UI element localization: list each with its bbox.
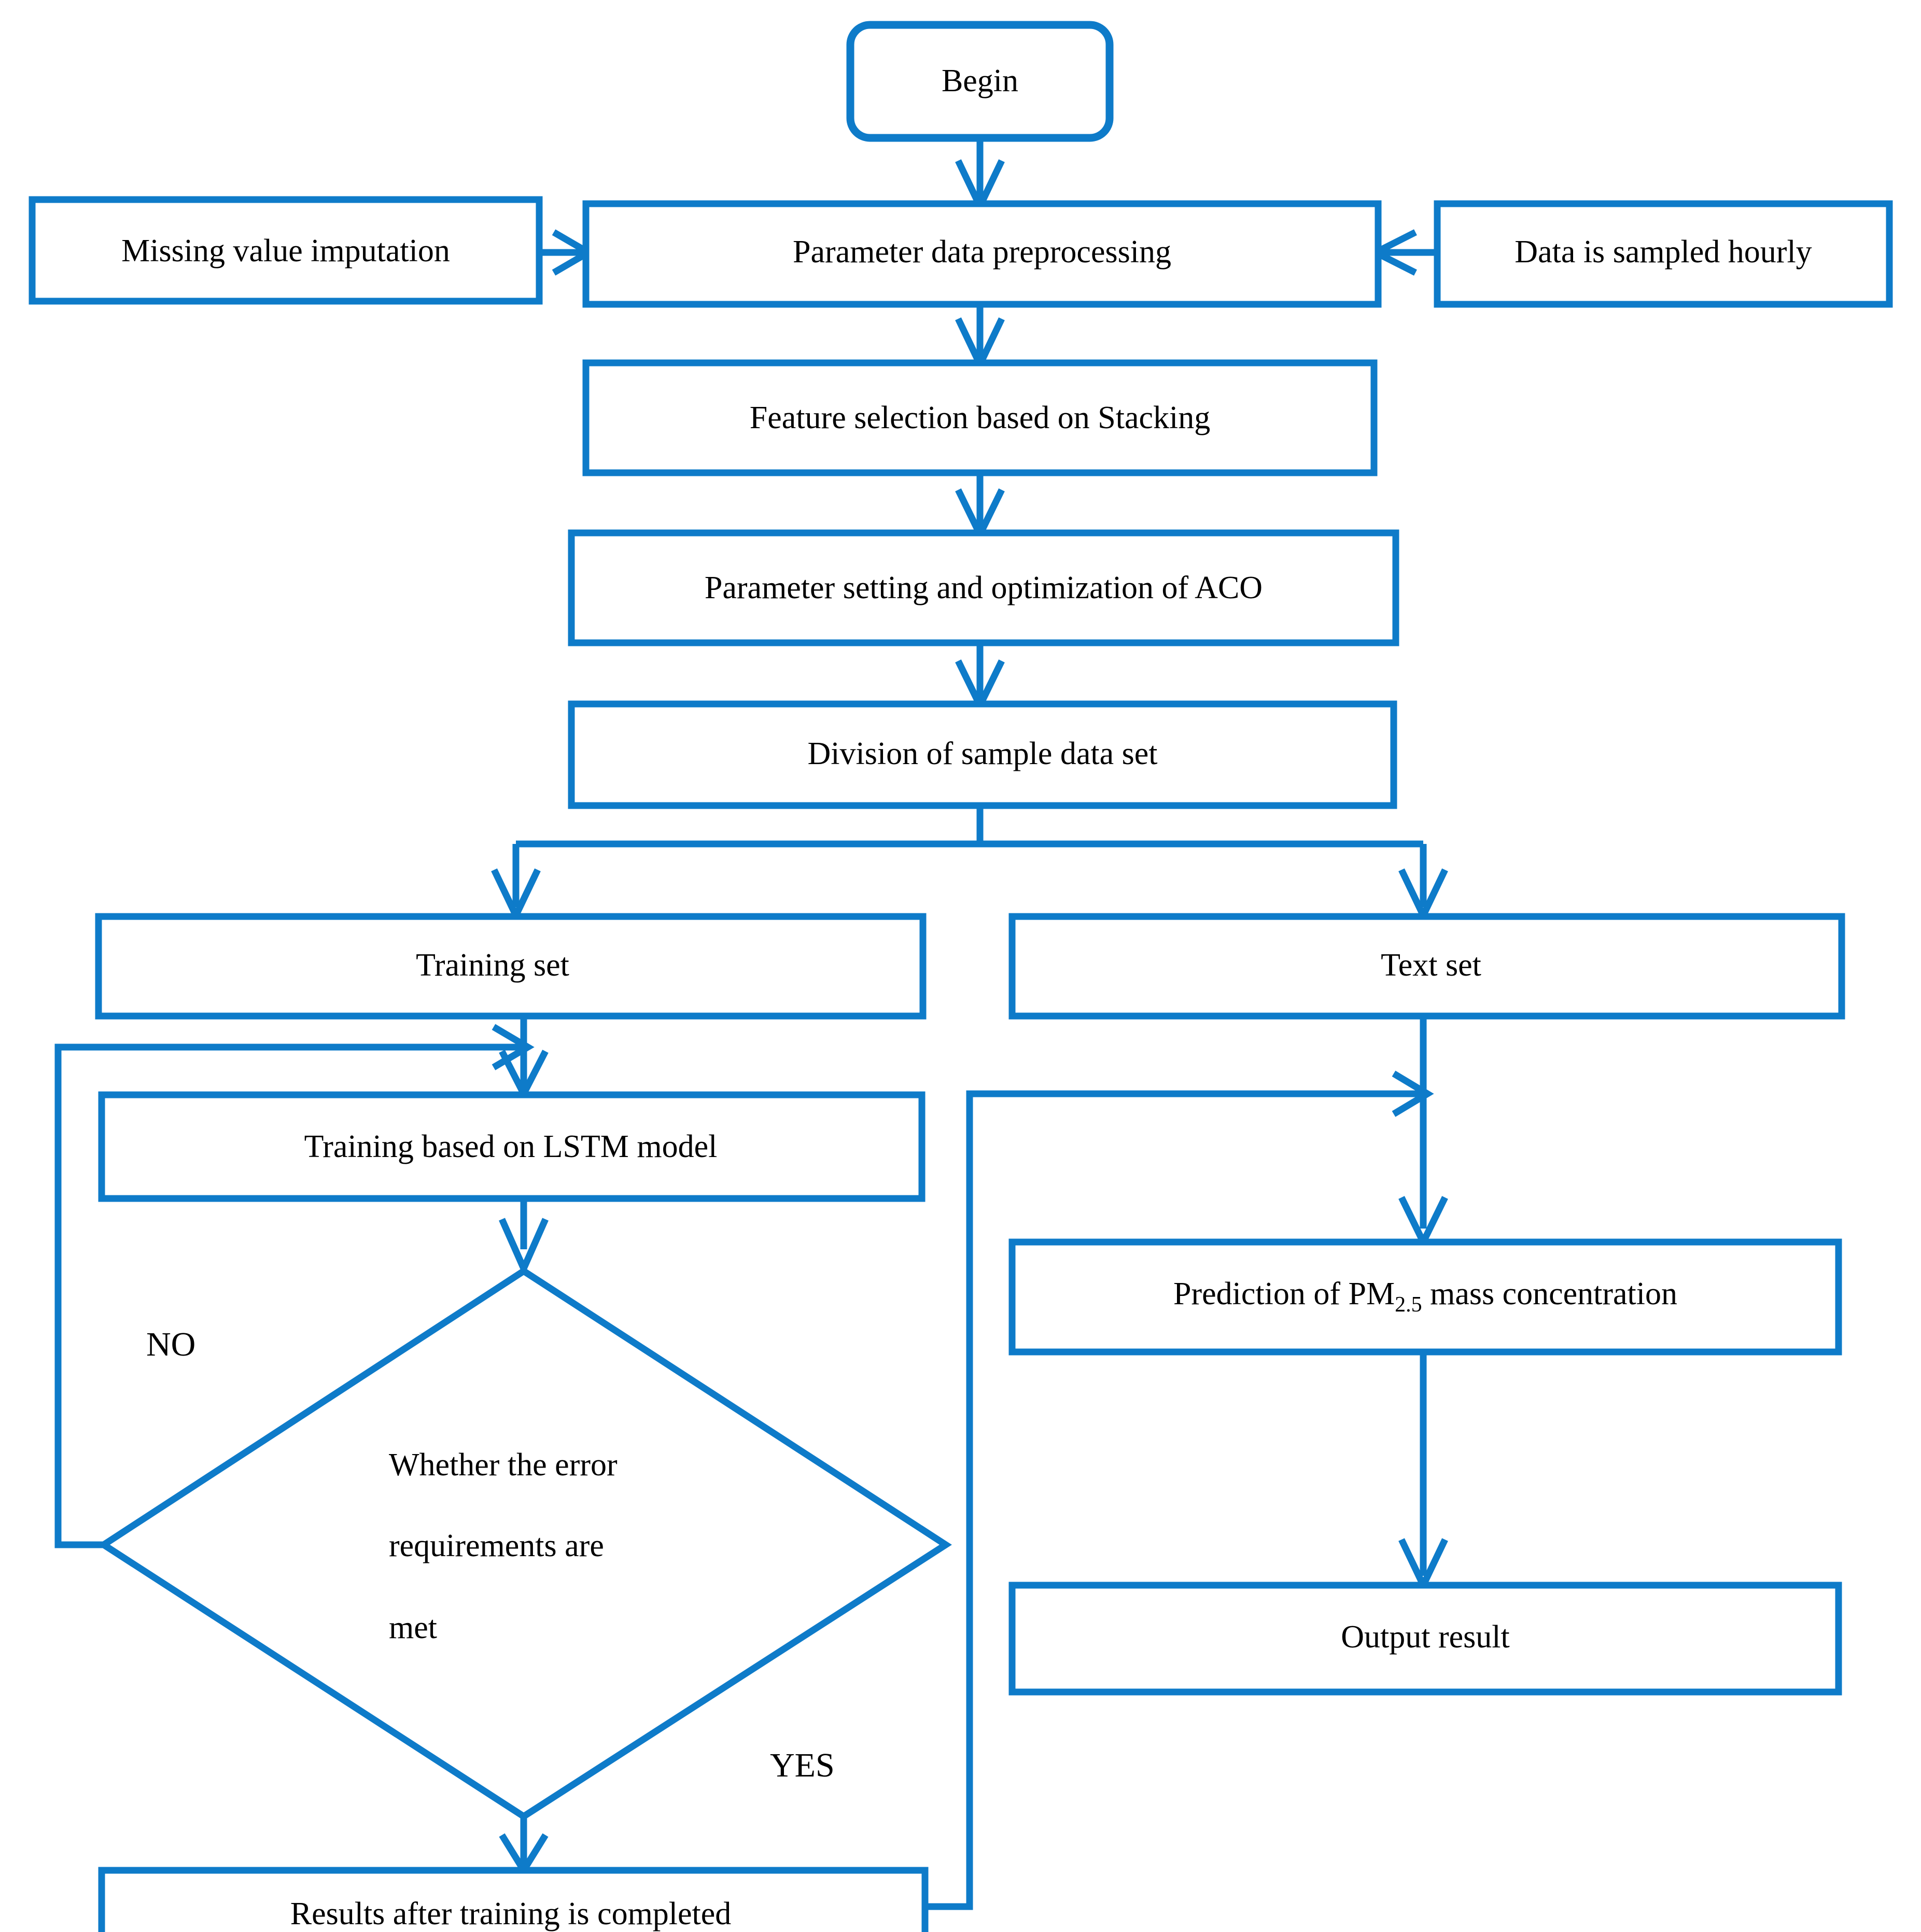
- lstm-label: Training based on LSTM model: [304, 1129, 718, 1164]
- missing-value-label: Missing value imputation: [121, 233, 450, 269]
- feature-selection-label: Feature selection based on Stacking: [750, 400, 1210, 435]
- sampled-hourly-label: Data is sampled hourly: [1515, 234, 1812, 270]
- node-aco-parameter-setting[interactable]: Parameter setting and optimization of AC…: [568, 529, 1399, 646]
- node-division-of-sample-data-set[interactable]: Division of sample data set: [568, 700, 1397, 809]
- aco-label: Parameter setting and optimization of AC…: [705, 570, 1263, 605]
- node-training-set[interactable]: Training set: [95, 913, 927, 1020]
- node-missing-value-imputation[interactable]: Missing value imputation: [29, 196, 543, 305]
- decision-line-3: met: [389, 1610, 437, 1645]
- node-begin[interactable]: Begin: [846, 21, 1114, 142]
- feature-selection-shape: [582, 359, 1378, 476]
- sampled-hourly-shape: [1434, 200, 1893, 308]
- text-set-shape: [1008, 913, 1845, 1020]
- node-feature-selection[interactable]: Feature selection based on Stacking: [582, 359, 1378, 476]
- results-shape: [98, 1867, 929, 1932]
- decision-line-1: Whether the error: [389, 1447, 618, 1483]
- edge-yes-results-to-prediction: [926, 1070, 1434, 1910]
- node-data-sampled-hourly[interactable]: Data is sampled hourly: [1434, 200, 1893, 308]
- edge-prediction-to-output: [1398, 1353, 1448, 1593]
- edge-decision-to-results: [499, 1817, 549, 1877]
- begin-shape: [846, 21, 1114, 142]
- edge-hourly-to-preprocessing: [1368, 229, 1436, 276]
- aco-shape: [568, 529, 1399, 646]
- decision-shape: [97, 1267, 952, 1821]
- edge-preprocessing-to-feature: [955, 301, 1005, 373]
- edge-lstm-to-decision: [499, 1198, 549, 1277]
- prediction-prefix: Prediction of PM: [1173, 1276, 1395, 1311]
- begin-label: Begin: [942, 63, 1018, 98]
- node-results-after-training[interactable]: Results after training is completed: [98, 1867, 929, 1932]
- node-text-set[interactable]: Text set: [1008, 913, 1845, 1020]
- node-parameter-data-preprocessing[interactable]: Parameter data preprocessing: [582, 200, 1382, 308]
- output-label: Output result: [1341, 1619, 1509, 1655]
- lstm-shape: [98, 1091, 926, 1202]
- training-set-label: Training set: [416, 948, 569, 983]
- edge-trainingset-to-lstm: [499, 1013, 549, 1102]
- edge-textset-to-prediction: [1398, 1013, 1448, 1250]
- preprocessing-label: Parameter data preprocessing: [793, 234, 1171, 270]
- text-set-label: Text set: [1381, 948, 1481, 983]
- edge-label-yes: YES: [770, 1746, 835, 1784]
- node-output-result[interactable]: Output result: [1008, 1582, 1842, 1696]
- edge-feature-to-aco: [955, 472, 1005, 542]
- preprocessing-shape: [582, 200, 1382, 308]
- output-shape: [1008, 1582, 1842, 1696]
- prediction-suffix: mass concentration: [1422, 1276, 1677, 1311]
- edge-missing-to-preprocessing: [538, 229, 595, 276]
- edge-division-split: [491, 803, 1448, 924]
- division-shape: [568, 700, 1397, 809]
- prediction-subscript: 2.5: [1395, 1293, 1422, 1317]
- division-label: Division of sample data set: [808, 736, 1158, 771]
- prediction-shape: [1008, 1238, 1842, 1356]
- edge-begin-to-preprocessing: [955, 136, 1005, 215]
- edge-aco-to-division: [955, 643, 1005, 713]
- prediction-label: Prediction of PM2.5 mass concentration: [1173, 1276, 1677, 1316]
- decision-line-2: requirements are: [389, 1528, 604, 1563]
- node-training-lstm[interactable]: Training based on LSTM model: [98, 1091, 926, 1202]
- node-prediction-pm25[interactable]: Prediction of PM2.5 mass concentration: [1008, 1238, 1842, 1356]
- node-decision-error-requirements[interactable]: Whether the error requirements are met: [97, 1267, 952, 1821]
- results-label: Results after training is completed: [290, 1896, 732, 1931]
- training-set-shape: [95, 913, 927, 1020]
- edge-label-no: NO: [146, 1325, 195, 1363]
- missing-value-shape: [29, 196, 543, 305]
- edge-no-feedback-loop: [54, 1024, 535, 1548]
